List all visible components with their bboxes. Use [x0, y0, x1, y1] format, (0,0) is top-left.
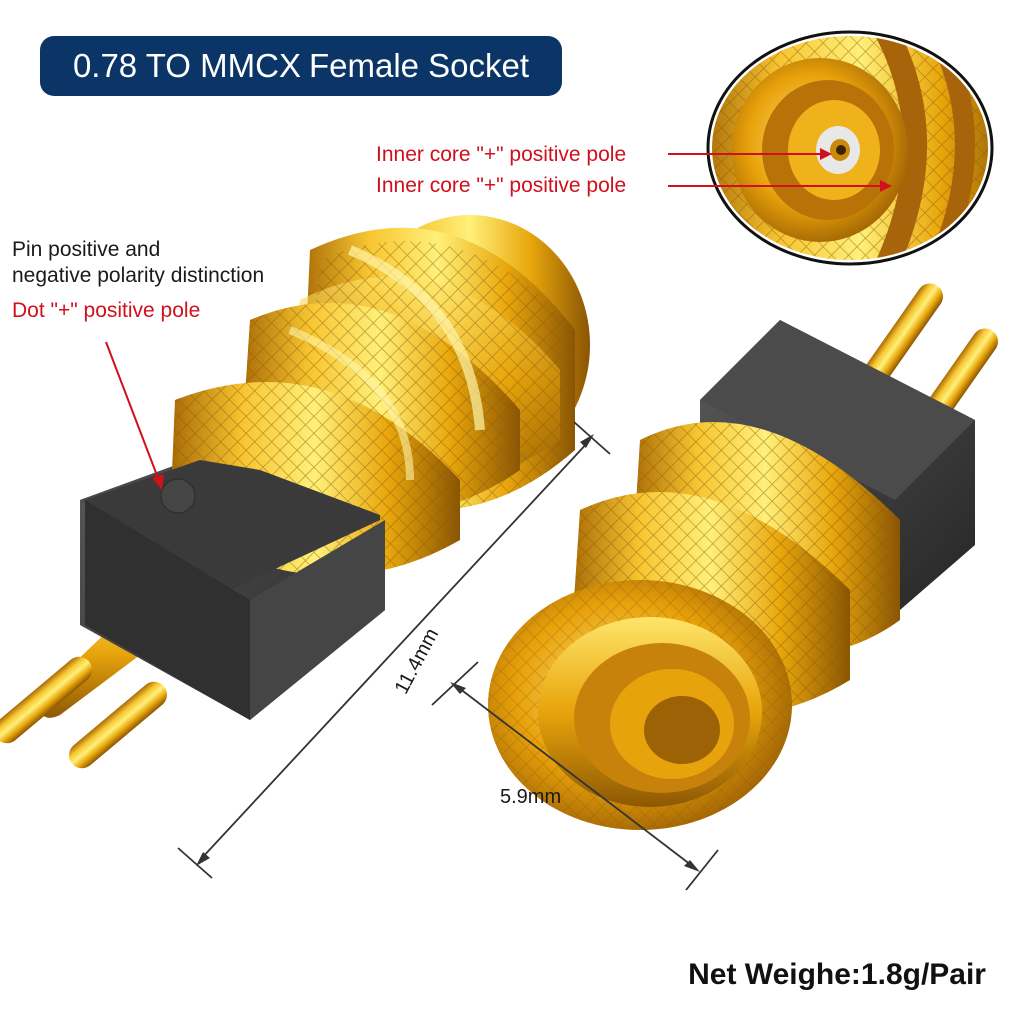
left-connector	[0, 215, 590, 769]
inner-core-label-1: Inner core "+" positive pole	[376, 143, 627, 166]
polarity-label-line-2: negative polarity distinction	[12, 264, 265, 287]
dot-positive-label: Dot "+" positive pole	[12, 299, 201, 322]
annotation-arrows	[105, 148, 892, 490]
inner-core-label-2: Inner core "+" positive pole	[376, 174, 627, 197]
title-part-1: 0.78 TO MMCX	[72, 47, 301, 84]
title-part-2: Female Socket	[308, 47, 530, 84]
dimension-lines	[177, 421, 719, 891]
inset-closeup	[706, 30, 994, 266]
net-weight: Net Weighe:1.8g/Pair	[688, 958, 986, 991]
polarity-label-line-1: Pin positive and	[12, 238, 161, 261]
width-dimension: 5.9mm	[500, 786, 562, 808]
